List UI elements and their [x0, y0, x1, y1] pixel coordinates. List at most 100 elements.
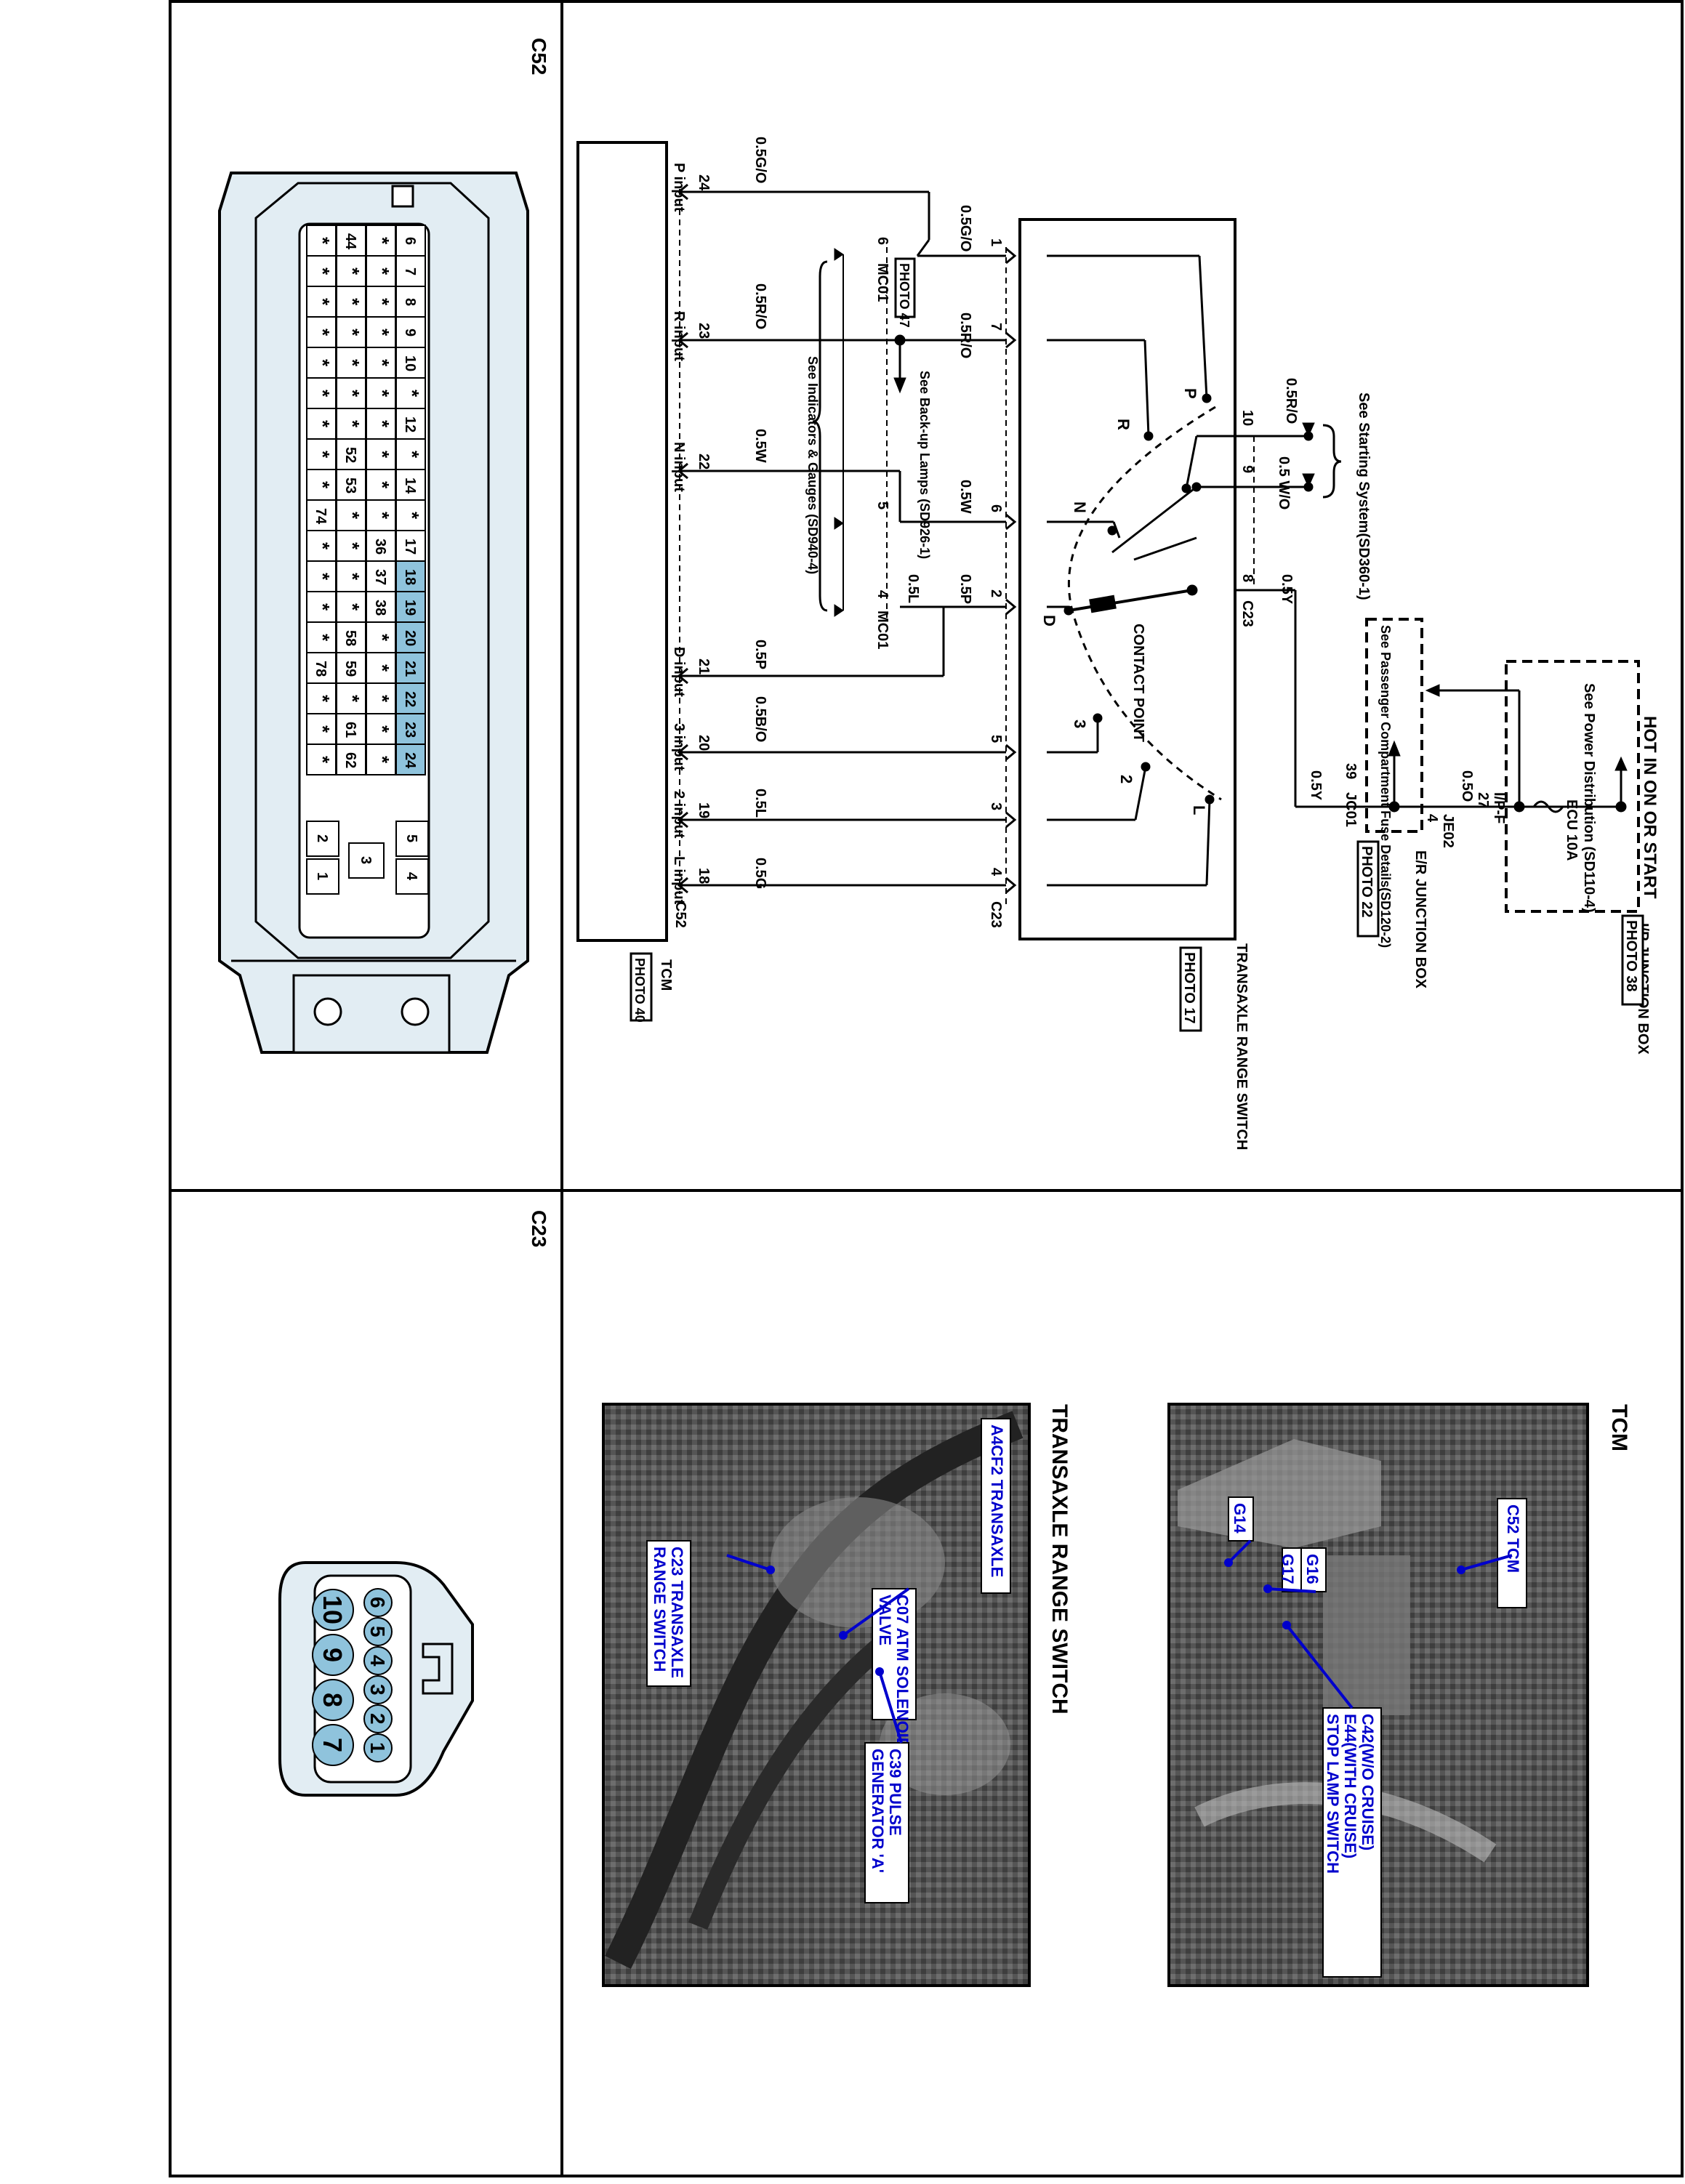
photo-label-transaxle: A4CF2 TRANSAXLE — [981, 1418, 1011, 1594]
c52-pin: 12 — [395, 408, 426, 440]
c52-pin: 7 — [395, 255, 426, 287]
c52-pin: * — [366, 255, 396, 287]
contact-point-label: CONTACT POINT — [1130, 624, 1146, 742]
switch-pin-number: 4 — [988, 868, 1004, 877]
photo-47-label: PHOTO 47 — [897, 263, 912, 328]
c52-pin-label: 78 — [313, 661, 329, 677]
c23-pin: 9 — [312, 1634, 354, 1676]
photo-label-c52-tcm: C52 TCM — [1497, 1498, 1527, 1608]
switch-pin-number: 3 — [988, 802, 1004, 810]
c52-connector: 678910*12*14*1718192021222324**********3… — [218, 172, 529, 1054]
c52-pin-label: * — [371, 451, 393, 459]
c52-pin-label: * — [371, 695, 393, 703]
c52-pin: * — [366, 316, 396, 348]
tcm-input-label: D input — [671, 647, 687, 697]
c52-lower-pin-label: 4 — [403, 872, 419, 881]
c52-pin: * — [306, 255, 337, 287]
photo-40-label: PHOTO 40 — [632, 958, 647, 1023]
c52-pin-label: * — [312, 756, 334, 764]
er-junction-box-label: E/R JUNCTION BOX — [1412, 850, 1428, 989]
photo-label-pulse-gen-text: GENERATOR 'A' — [869, 1749, 887, 1873]
photo-label-stop-lamp-text: E44(WITH CRUISE) — [1341, 1714, 1359, 1858]
tcm-input-label: P input — [671, 163, 687, 212]
wire-05o-label: 0.5O — [1459, 770, 1475, 802]
c52-pin: * — [306, 286, 337, 318]
c23-pin: 8 — [312, 1679, 354, 1721]
c52-pin: * — [306, 377, 337, 409]
c52-pin-label: 17 — [402, 539, 418, 555]
c52-pin-label: * — [312, 725, 334, 733]
photo-label-stop-lamp: C42(W/O CRUISE)E44(WITH CRUISE)STOP LAMP… — [1322, 1707, 1382, 1978]
c52-pin: * — [366, 438, 396, 470]
c52-pin: * — [366, 744, 396, 775]
photo-22-label: PHOTO 22 — [1359, 846, 1375, 918]
c52-pin: * — [336, 682, 366, 714]
switch-pin-number: 6 — [988, 504, 1004, 512]
c52-pin: * — [306, 469, 337, 501]
photo-label-g16-text: G16 — [1303, 1554, 1322, 1584]
position-p: P — [1181, 388, 1199, 399]
c52-pin-label: 10 — [402, 355, 418, 371]
c52-lower-pin: 3 — [348, 842, 385, 879]
photo-label-g14-text: G14 — [1231, 1503, 1249, 1534]
c23-pin: 2 — [363, 1704, 393, 1733]
c52-pin-label: * — [342, 695, 363, 703]
c52-lower-pin-label: 3 — [358, 856, 374, 864]
photo-label-c52-tcm-text: C52 TCM — [1504, 1504, 1522, 1573]
wire-05y-label-a: 0.5Y — [1308, 770, 1324, 801]
c52-pin-label: 62 — [342, 752, 358, 768]
c52-pin: * — [306, 225, 337, 257]
c52-pin: * — [366, 621, 396, 653]
c52-pin-label: 21 — [402, 661, 418, 677]
c52-title: C52 — [528, 38, 550, 75]
c23-pin-label: 8 — [318, 1693, 347, 1707]
photo-label-transaxle-text: A4CF2 TRANSAXLE — [988, 1425, 1006, 1577]
photo-label-stop-lamp-text: STOP LAMP SWITCH — [1324, 1714, 1342, 1874]
c52-pin-label: * — [342, 603, 363, 611]
c52-pin-label: * — [371, 481, 393, 489]
c52-lower-pin-label: 1 — [314, 872, 330, 880]
c52-pin-label: 37 — [372, 569, 388, 585]
c52-pin-label: * — [342, 267, 363, 275]
tcm-input-label: L input — [671, 856, 687, 905]
c52-lower-pin: 1 — [306, 858, 339, 895]
c52-pin-label: * — [312, 298, 334, 306]
gauges-ref: See Indicators & Gauges (SD940-4) — [805, 356, 820, 574]
wire-05go-b: 0.5G/O — [752, 137, 768, 183]
c52-pin-label: 24 — [402, 752, 418, 769]
mc01-pin-4: 4 — [874, 590, 890, 599]
c52-pin-label: 9 — [402, 329, 418, 337]
c52-pin: 6 — [395, 225, 426, 257]
c52-pin-label: * — [312, 420, 334, 428]
c52-pin: * — [366, 408, 396, 440]
c52-pin: * — [336, 286, 366, 318]
wire-05ro-top: 0.5R/O — [1283, 378, 1299, 424]
c52-lower-pin: 2 — [306, 821, 339, 857]
wire-05p-b: 0.5P — [752, 640, 768, 669]
c52-pin-label: * — [342, 359, 363, 367]
c23-pin-label: 1 — [366, 1742, 389, 1754]
c52-pin-label: * — [342, 420, 363, 428]
c52-pin: * — [395, 377, 426, 409]
c52-pin-label: 52 — [342, 447, 358, 463]
c52-pin: 52 — [336, 438, 366, 470]
c52-pin-label: * — [371, 267, 393, 275]
c52-pin-label: * — [312, 359, 334, 367]
c52-pin: * — [306, 408, 337, 440]
tcm-pin-number: 23 — [696, 323, 712, 339]
c52-pin-grid: 678910*12*14*1718192021222324**********3… — [306, 225, 426, 775]
pin-9-label: 9 — [1239, 465, 1255, 473]
pin-10-label: 10 — [1239, 410, 1255, 426]
c52-pin-label: * — [371, 237, 393, 245]
c52-pin-label: 6 — [402, 237, 418, 245]
pin-39-label: 39 — [1343, 763, 1359, 779]
c52-pin: * — [366, 713, 396, 745]
c23-pin-label: 5 — [366, 1626, 389, 1637]
outer-frame — [169, 0, 1684, 2177]
position-n: N — [1071, 501, 1089, 513]
c52-pin: 53 — [336, 469, 366, 501]
